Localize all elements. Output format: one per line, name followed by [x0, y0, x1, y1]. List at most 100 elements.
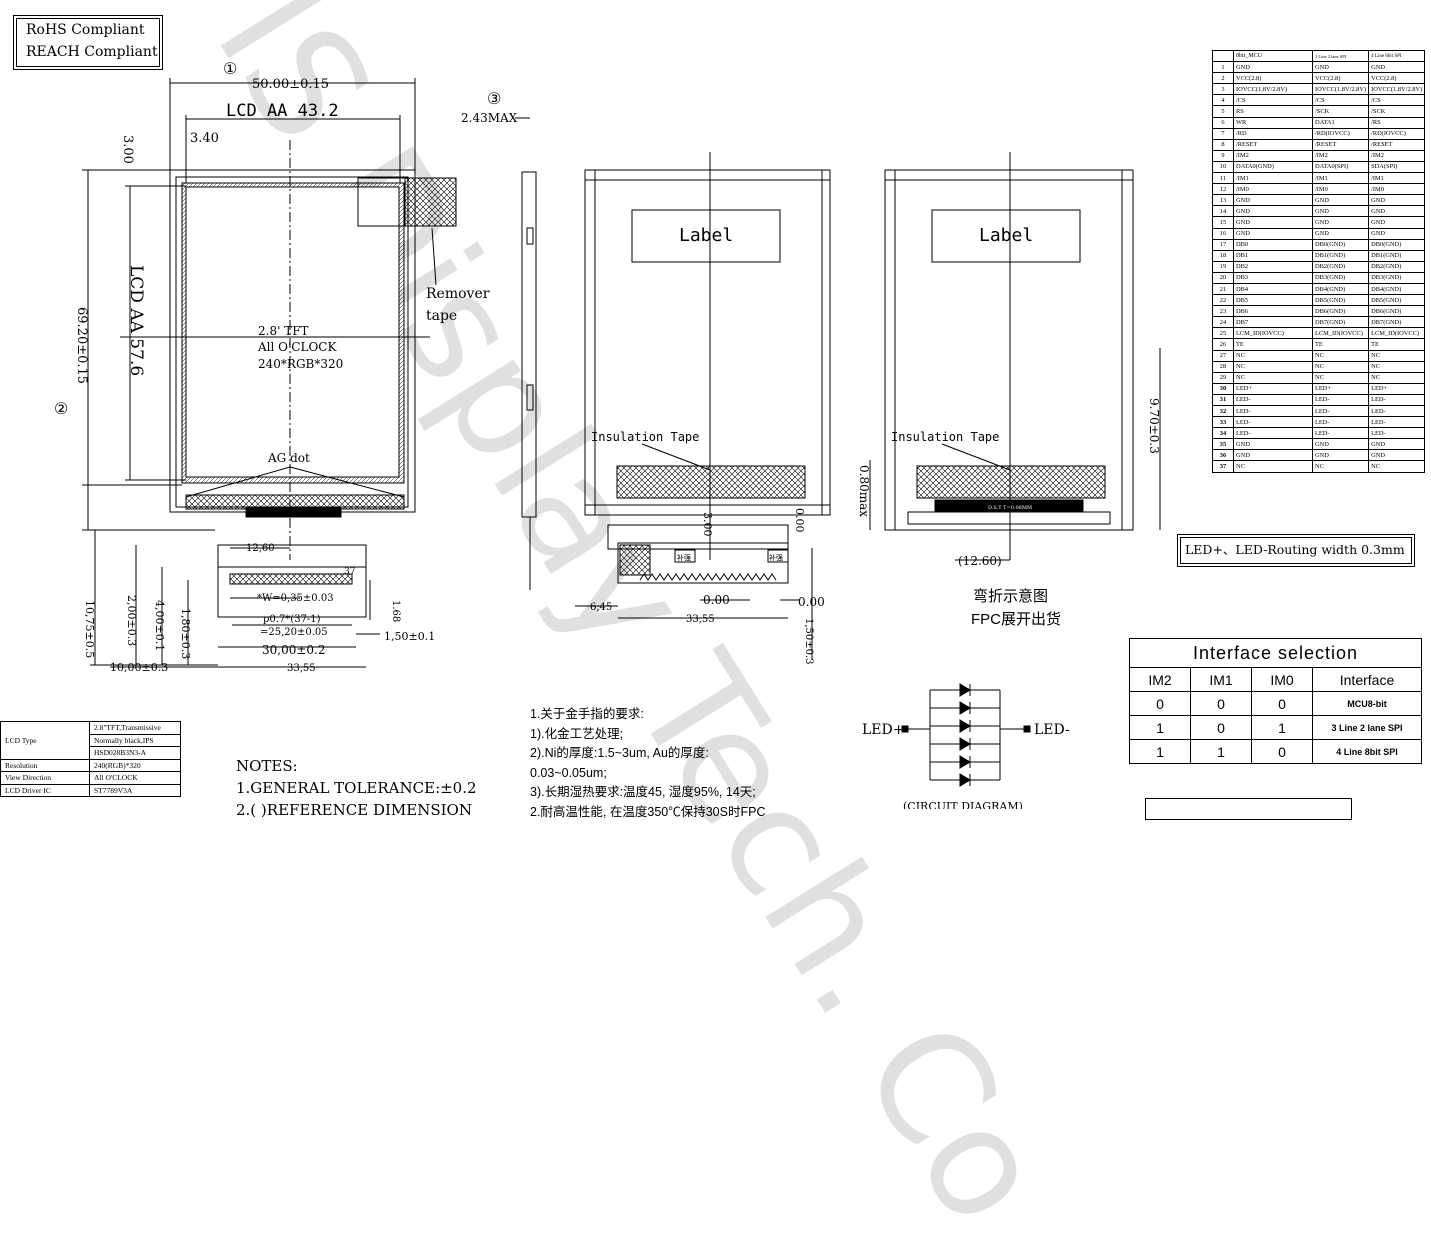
back-label-box: [631, 209, 781, 263]
pin-function: LED-: [1233, 427, 1313, 440]
pin-function: SDA(SPI): [1368, 160, 1426, 174]
pin-function: GND: [1311, 194, 1370, 207]
led-3: [930, 719, 1000, 733]
pin-number: 9: [1212, 149, 1234, 162]
pin-function: /RD(IOVCC): [1368, 127, 1426, 140]
pin-function: DB3: [1233, 271, 1313, 284]
circuit-node-minus: [1023, 725, 1031, 733]
pin-number: 23: [1212, 305, 1234, 318]
pin-function: TE: [1311, 338, 1370, 351]
pin-function: DB5: [1233, 294, 1313, 307]
bent-caption-2: FPC展开出货: [971, 611, 1061, 628]
pin-function: DB2: [1233, 260, 1313, 273]
left-offset-label: 3.40: [190, 131, 219, 146]
ag-dot-label: AG dot: [267, 451, 310, 465]
pin-number: 22: [1212, 294, 1234, 307]
pin-function: /RESET: [1368, 138, 1426, 151]
pin-function: GND: [1311, 449, 1370, 462]
dim-180-label: 1,80±0.3: [179, 608, 192, 659]
pin-function: GND: [1311, 438, 1370, 451]
dim-3000-label: 30,00±0.2: [262, 643, 326, 657]
pin-number: 15: [1212, 216, 1234, 229]
pin-row: 7/RD/RD(IOVCC)/RD(IOVCC): [1212, 127, 1426, 140]
title-block-partial: [1145, 798, 1352, 820]
circuit-diagram: [901, 683, 1031, 787]
pin-function: LED-: [1368, 393, 1426, 407]
iface-cell: 1: [1190, 739, 1252, 764]
pin-function: GND: [1368, 61, 1426, 74]
lcd-info-key: LCD Driver IC: [0, 783, 90, 797]
pin-number: 18: [1212, 249, 1234, 262]
bent-caption-1: 弯折示意图: [973, 587, 1048, 605]
notes-title: NOTES:: [236, 757, 298, 775]
front-fpc: [217, 566, 367, 618]
pin-function: WR: [1233, 116, 1313, 129]
agdot-leader-2: [289, 466, 405, 498]
pin-number: 27: [1212, 349, 1234, 362]
pin-function: NC: [1368, 371, 1426, 384]
pin-function: LED-: [1233, 393, 1313, 407]
pin-function: DB3(GND): [1311, 271, 1370, 284]
pin-number: 11: [1212, 172, 1234, 185]
pin-function: GND: [1233, 194, 1313, 207]
pin-number: 26: [1212, 338, 1234, 351]
pin-function: /IM2: [1368, 149, 1426, 162]
side-thickness-label: 2.43MAX: [461, 111, 518, 125]
pin-function: LED-: [1233, 404, 1313, 418]
pin-function: LED-: [1233, 416, 1313, 429]
pin-function: LED-: [1311, 404, 1370, 418]
pin-function: /RS: [1368, 116, 1426, 129]
pin-row: 4/CS/CS/CS: [1212, 94, 1426, 107]
circle-label-2: ②: [54, 399, 68, 418]
notes-line-2: 2.( )REFERENCE DIMENSION: [236, 801, 472, 819]
back-view: [575, 152, 831, 660]
gold-finger-line: 2).Ni的厚度:1.5~3um, Au的厚度:: [530, 746, 709, 760]
pin-function: /RD: [1233, 127, 1313, 140]
pin-number: 28: [1212, 360, 1234, 373]
dim-1260-label: 12,60: [246, 543, 275, 554]
pin-number: 24: [1212, 316, 1234, 329]
gold-finger-notes: 1.关于金手指的要求: 1).化金工艺处理; 2).Ni的厚度:1.5~3um,…: [530, 705, 765, 822]
view-direction: All O'CLOCK: [257, 340, 337, 354]
pin-function: VCC(2.8): [1368, 72, 1426, 85]
pin-function: LED-: [1311, 416, 1370, 429]
pin-function: GND: [1368, 227, 1426, 240]
lcd-info-value: 240(RGB)*320: [89, 758, 181, 772]
pin-function: /SCK: [1311, 105, 1370, 118]
pin-function: GND: [1311, 227, 1370, 240]
dim-pitch-total-label: =25,20±0.05: [260, 627, 328, 638]
lcd-info-value: HSD028B3N3-A: [89, 746, 181, 760]
pin-header-mcu: 8bit_MCU: [1233, 49, 1313, 63]
pin-function: GND: [1233, 227, 1313, 240]
iface-header-im0: IM0: [1251, 667, 1313, 692]
iface-cell: 3 Line 2 lane SPI: [1312, 715, 1422, 740]
dim-w035-label: *W=0,35±0.03: [257, 593, 334, 604]
pin-function: LCM_ID(IOVCC): [1368, 327, 1426, 340]
front-fpc-connector: [245, 506, 342, 518]
pin-function: NC: [1368, 360, 1426, 373]
pin-header-4line: 4 Line 8bit SPI: [1368, 49, 1426, 63]
pin-number: 17: [1212, 238, 1234, 251]
iface-row-2: 1 0 1 3 Line 2 lane SPI: [1129, 715, 1422, 740]
pin-function: DATA0(SPI): [1311, 160, 1370, 174]
pin-function: NC: [1233, 460, 1313, 473]
back-fpc: [617, 542, 789, 584]
pin-function: DB0: [1233, 238, 1313, 251]
pin-function: TE: [1233, 338, 1313, 351]
drawing-canvas: ① ② ③ 50.00±0.15 LCD AA 43.2 3.40 3.00 L…: [54, 59, 1161, 809]
bent-d970: 9.70±0.3: [1147, 398, 1161, 454]
compliance-box: RoHS Compliant REACH Compliant: [13, 15, 163, 70]
lcd-info-value: ST7789V3A: [89, 783, 181, 797]
bent-fpc: [907, 511, 1111, 525]
aa-height-label: LCD AA 57.6: [126, 265, 146, 376]
routing-note: LED+、LED-Routing width 0.3mm: [1180, 537, 1412, 564]
pin-function: NC: [1311, 460, 1370, 473]
